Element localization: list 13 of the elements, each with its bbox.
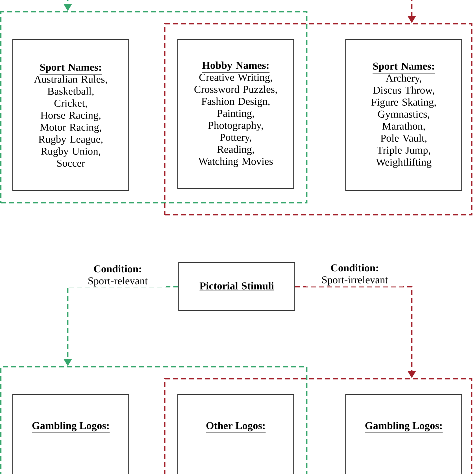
- text-box: Gambling Logos:: [12, 394, 130, 474]
- dashed-group-frame: [0, 366, 308, 474]
- dashed-group-frame: [164, 23, 473, 216]
- text-box: Hobby Names: Creative Writing, Crossword Puzzles, Fashion Design, Painting, Photography, Pottery, Reading, Watching Movies: [178, 40, 294, 190]
- dashed-group-frame: [164, 378, 473, 474]
- text-box: Other Logos:: [178, 394, 294, 474]
- text-box: Sport Names: Australian Rules, Basketball, Cricket, Horse Racing, Motor Racing, Rugby League, Rugby Union, Soccer: [12, 40, 130, 192]
- text-box: Gambling Logos:: [346, 394, 462, 474]
- edge-label: Condition: Sport-relevant: [70, 264, 166, 288]
- text-box: Pictorial Stimuli: [178, 262, 296, 312]
- text-box: Sport Names: Archery, Discus Throw, Figure Skating, Gymnastics, Marathon, Pole Vault, Triple Jump, Weightlifting: [346, 40, 462, 192]
- edge-label: Condition: Sport-irrelevant: [306, 263, 404, 287]
- dashed-group-frame: [0, 11, 308, 204]
